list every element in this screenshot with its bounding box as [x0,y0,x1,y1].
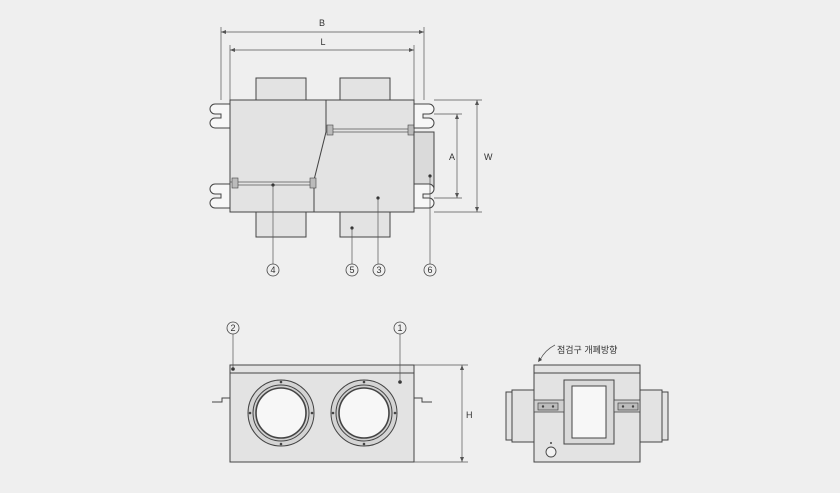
duct-collar-top-left [255,77,307,101]
latch-left [537,402,559,411]
drain-knob [545,446,557,458]
port-left [247,379,315,447]
control-box [413,131,435,189]
dim-label-l: L [320,37,325,47]
side-view: 점검구 개폐방향 [505,344,669,463]
bracket-top-right [413,103,435,129]
callout-3-label: 3 [376,265,381,275]
callout-2: 2 [226,321,240,335]
bracket-top-left [209,103,231,129]
dim-label-b: B [319,18,325,28]
front-view: 2 1 H [212,321,473,463]
callout-4: 4 [266,263,280,277]
callout-6: 6 [423,263,437,277]
callout-1-label: 1 [397,323,402,333]
port-right [330,379,398,447]
dim-label-w: W [484,152,493,162]
side-duct-right [639,389,663,443]
side-note-label: 점검구 개폐방향 [557,344,617,355]
duct-collar-bottom-left [255,211,307,238]
bracket-bottom-left [209,183,231,209]
duct-collar-top-right [339,77,391,101]
callout-6-label: 6 [427,265,432,275]
bracket-bottom-right [413,183,435,209]
dim-label-h: H [466,410,473,420]
callout-5-label: 5 [349,265,354,275]
side-duct-left [511,389,535,443]
callout-2-label: 2 [230,323,235,333]
top-view: B L [209,18,493,277]
duct-collar-bottom-right [339,211,391,238]
latch-right [617,402,639,411]
callout-4-label: 4 [270,265,275,275]
callout-1: 1 [393,321,407,335]
unit-body-top [229,99,415,213]
callout-5: 5 [345,263,359,277]
callout-3: 3 [372,263,386,277]
dim-label-a: A [449,152,455,162]
